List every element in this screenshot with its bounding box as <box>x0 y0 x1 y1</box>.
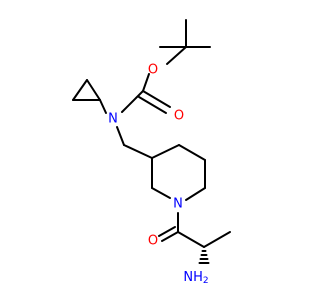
cyclopropyl-group <box>72 79 107 114</box>
bond-ring-1 <box>151 144 180 159</box>
bond-ring-5 <box>151 187 171 199</box>
bond-ring-4 <box>185 187 206 201</box>
piperidine-nitrogen-label: N <box>173 197 183 212</box>
amine-subscript: 2 <box>203 276 209 286</box>
bond-carbonyl-nitrogen <box>121 90 144 113</box>
molecule-canvas: O O N N O NH2 <box>72 19 231 287</box>
ester-oxygen-label: O <box>148 63 158 78</box>
bond-cyclopropyl-c <box>86 79 101 101</box>
bond-cyclopropyl-b <box>72 79 88 101</box>
carbamate-nitrogen-label: N <box>108 112 118 127</box>
carbamate-group <box>121 73 171 114</box>
structure-drawing: O O N N O NH2 <box>72 19 231 287</box>
amine-label: NH2 <box>183 270 208 287</box>
bond-carbonyl-alpha <box>177 231 205 248</box>
alanyl-amide-group <box>158 212 231 248</box>
bond-ester-oxygen-carbonyl <box>142 73 150 92</box>
bond-carbonyl-double-b <box>138 96 167 114</box>
carbamate-carbonyl-oxygen-label: O <box>174 109 184 124</box>
bond-carbonyl-double-a <box>142 90 171 108</box>
amine-symbol: NH <box>183 270 203 285</box>
bond-alpha-methyl <box>203 231 231 248</box>
bond-methylene-ring <box>123 144 153 159</box>
bond-tbu-to-ester-oxygen <box>166 46 187 65</box>
bond-nitrogen-cyclopropyl <box>99 99 107 114</box>
bond-nitrogen-methylene <box>116 126 125 146</box>
bond-amide-double-b <box>158 226 176 237</box>
stereo-hashed-wedge <box>198 250 210 264</box>
bond-amide-double-a <box>161 231 179 242</box>
amide-oxygen-label: O <box>148 234 158 249</box>
tert-butyl-group <box>159 19 211 65</box>
piperidine-ring <box>151 144 206 201</box>
bond-ring-2 <box>178 144 206 161</box>
